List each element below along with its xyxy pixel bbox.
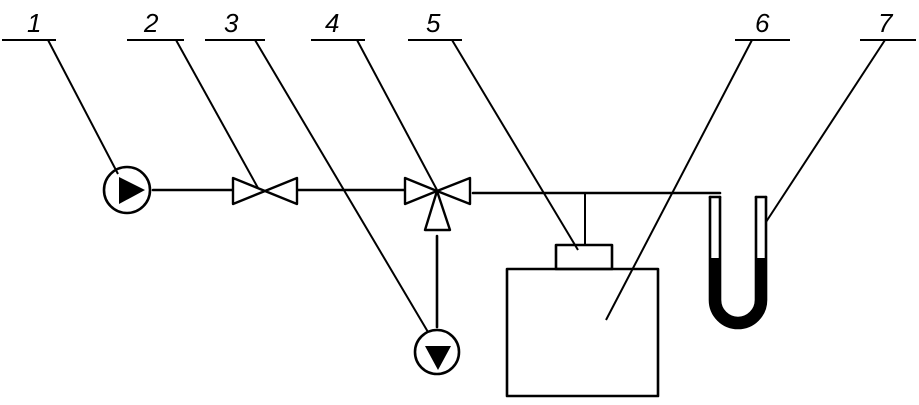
pump-triangle-icon [119,177,145,204]
label-6: 6 [755,8,770,38]
label-3: 3 [224,8,239,38]
leader-lines [2,39,916,333]
shutoff-valve [231,176,299,206]
label-1: 1 [27,8,41,38]
vessel [505,243,660,398]
pressure-pump [102,165,152,215]
vacuum-pump [413,328,461,376]
manometer-liquid [710,258,766,328]
label-5: 5 [426,8,441,38]
label-2: 2 [143,8,159,38]
label-7: 7 [878,8,894,38]
pump-triangle-icon [425,346,451,370]
u-tube-manometer [708,195,768,330]
label-4: 4 [325,8,339,38]
three-way-valve [403,176,472,232]
vessel-body [505,267,660,398]
vessel-connector [554,243,614,271]
